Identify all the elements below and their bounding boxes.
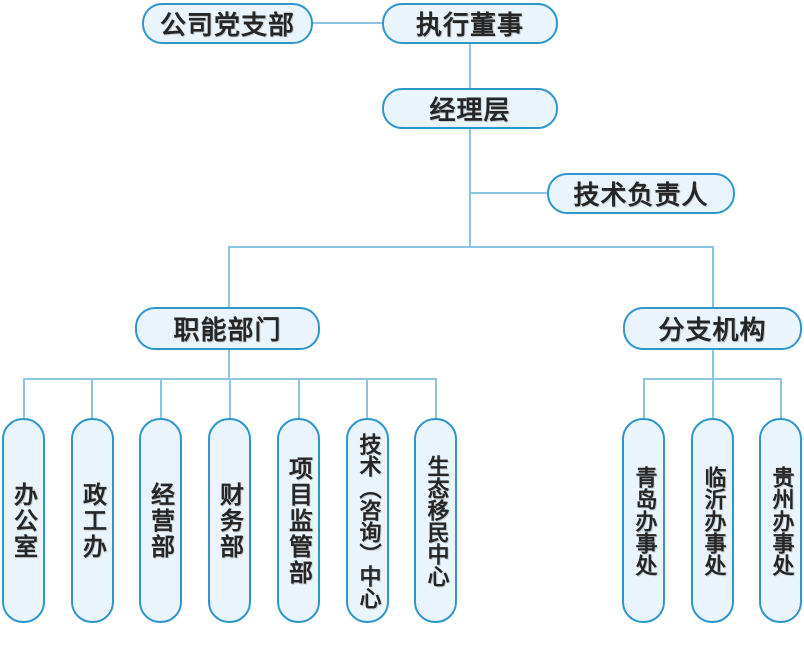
node-dept-technical-consulting-center: 技术（咨询）中心 [346,418,389,623]
node-dept-project-supervision-label: 项目监管部 [284,455,313,586]
node-functional-departments-label: 职能部门 [173,316,282,346]
node-office-linyi-label: 临沂办事处 [700,465,726,576]
connector-dept-drop-2 [91,378,93,419]
node-party-branch: 公司党支部 [142,3,313,44]
connector-dept-drop-1 [23,378,25,419]
node-executive-director: 执行董事 [382,3,558,44]
connector-office-drop-1 [643,378,645,419]
connector-functional-bus-drop [228,349,230,379]
node-technical-lead: 技术负责人 [547,173,735,214]
node-branch-organizations: 分支机构 [623,307,802,350]
connector-office-drop-3 [780,378,782,419]
node-branch-organizations-label: 分支机构 [658,316,767,346]
node-office-guizhou-label: 贵州办事处 [768,465,794,576]
connector-management-splitter [469,128,471,248]
connector-dept-drop-5 [298,378,300,419]
node-functional-departments: 职能部门 [135,307,320,350]
node-dept-office-label: 办公室 [9,481,38,560]
node-dept-finance-label: 财务部 [215,481,244,560]
connector-dept-drop-4 [229,378,231,419]
connector-branch-bus-drop [712,347,714,379]
node-dept-ecological-migration-center-label: 生态移民中心 [423,454,449,587]
node-office-guizhou: 贵州办事处 [759,418,802,623]
connector-technical-lead [470,192,547,194]
connector-dept-drop-7 [435,378,437,419]
node-technical-lead-label: 技术负责人 [573,181,709,211]
node-dept-political-work: 政工办 [71,418,114,623]
node-office-qingdao-label: 青岛办事处 [631,465,657,576]
node-dept-business: 经营部 [139,418,182,623]
node-dept-political-work-label: 政工办 [78,481,107,560]
connector-drop-functional [228,246,230,308]
connector-director-management [469,43,471,89]
connector-drop-branch [712,246,714,308]
node-executive-director-label: 执行董事 [415,11,524,41]
connector-main-splitter [228,246,714,248]
node-office-qingdao: 青岛办事处 [622,418,665,623]
connector-dept-drop-6 [366,378,368,419]
node-dept-project-supervision: 项目监管部 [277,418,320,623]
node-party-branch-label: 公司党支部 [159,11,295,41]
node-dept-office: 办公室 [2,418,45,623]
node-dept-finance: 财务部 [208,418,251,623]
node-office-linyi: 临沂办事处 [691,418,734,623]
node-dept-technical-consulting-center-label: 技术（咨询）中心 [355,432,381,609]
node-dept-ecological-migration-center: 生态移民中心 [414,418,457,623]
node-dept-business-label: 经营部 [146,481,175,560]
connector-dept-drop-3 [160,378,162,419]
connector-office-drop-2 [712,378,714,419]
node-management: 经理层 [382,88,558,129]
connector-party-director [313,22,382,24]
node-management-label: 经理层 [429,96,511,126]
